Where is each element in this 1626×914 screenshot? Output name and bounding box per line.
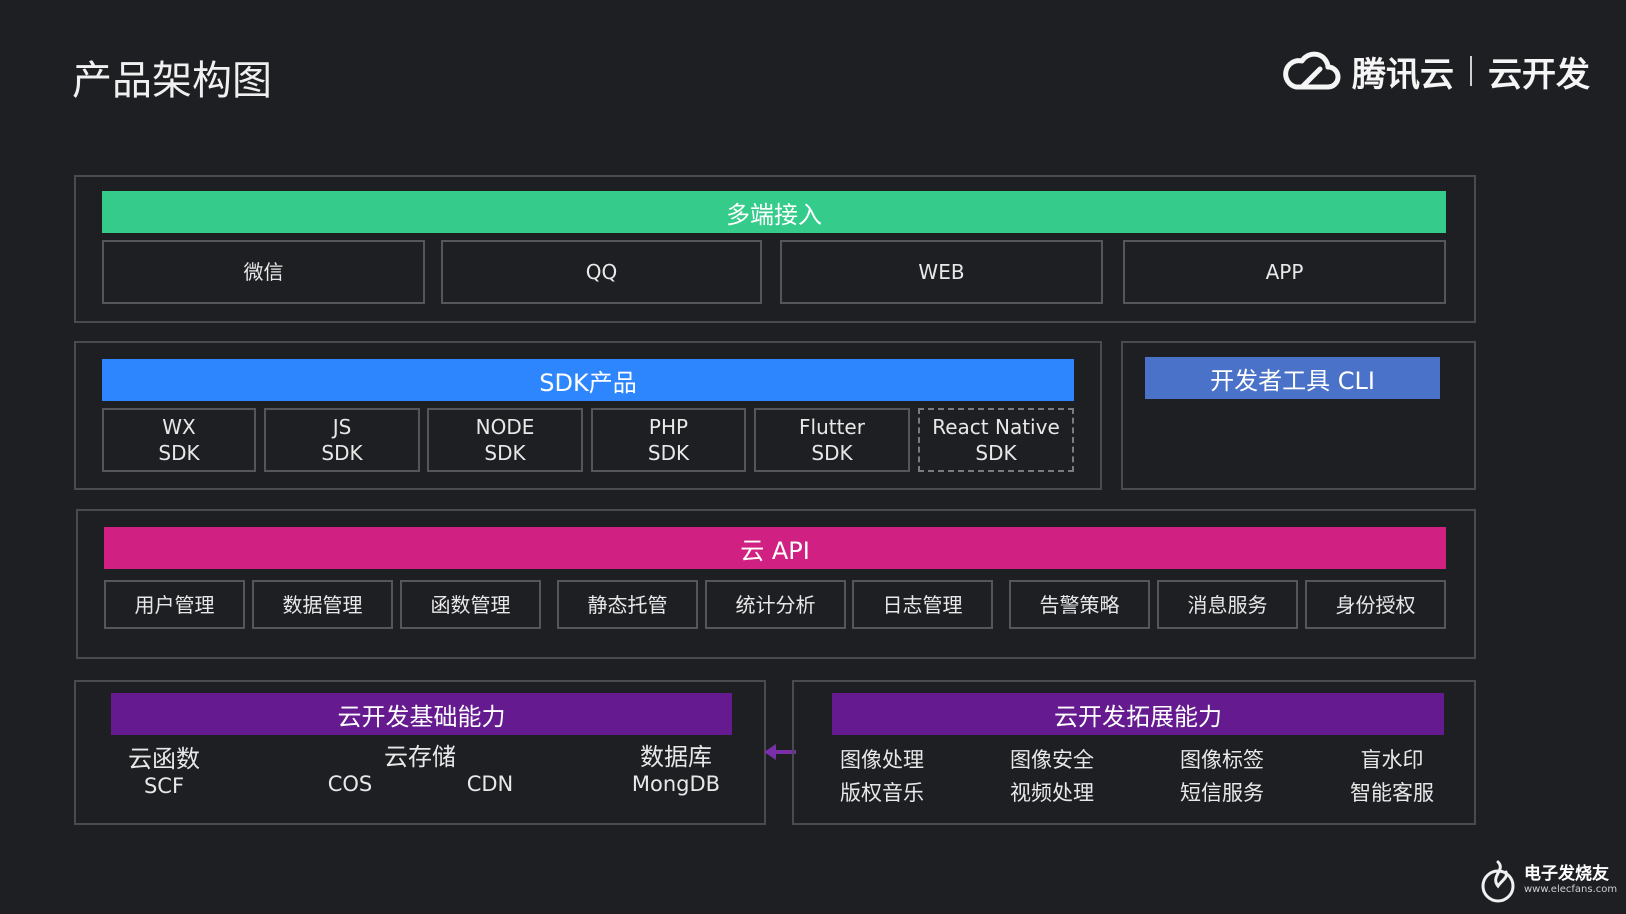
cloud-api-header: 云 API [104,527,1446,569]
cli-header: 开发者工具 CLI [1145,357,1440,399]
basic-database-title: 数据库 [640,743,712,771]
sdk-item-line2: SDK [484,441,526,465]
cloud-icon [1283,51,1341,90]
sdk-item-node: NODE SDK [427,408,583,472]
basic-storage-cos: COS [327,772,373,796]
page-title: 产品架构图 [72,58,272,104]
extended-item: 图像处理 [840,748,924,772]
multi-end-item-app: APP [1123,240,1446,304]
extended-section [792,680,1476,825]
footer-url: www.elecfans.com [1524,884,1618,895]
sdk-section [74,341,1102,490]
brand-logo: 腾讯云 云开发 [1282,46,1590,96]
multi-end-header: 多端接入 [102,191,1446,233]
brand-name: 腾讯云 [1352,54,1454,95]
sdk-item-php: PHP SDK [591,408,746,472]
footer-name: 电子发烧友 [1524,864,1609,884]
cloud-api-section [76,509,1476,659]
sdk-item-flutter: Flutter SDK [754,408,910,472]
basic-storage-title: 云存储 [384,743,456,771]
basic-storage-cdn: CDN [466,772,514,796]
extended-item: 版权音乐 [840,781,924,805]
footer-watermark: 电子发烧友 www.elecfans.com [1478,860,1618,904]
cloud-api-item-stats: 统计分析 [705,580,846,629]
cloud-api-item-messages: 消息服务 [1157,580,1298,629]
basic-database-sub: MongDB [631,772,721,796]
sdk-item-line1: NODE [475,415,535,439]
multi-end-item-web: WEB [780,240,1103,304]
multi-end-section [74,175,1476,323]
sdk-item-line1: React Native [932,415,1060,439]
extended-item: 视频处理 [1010,781,1094,805]
sdk-item-js: JS SDK [264,408,420,472]
sdk-item-react-native: React Native SDK [918,408,1074,472]
sdk-item-line2: SDK [811,441,853,465]
sdk-item-line2: SDK [647,441,690,465]
multi-end-item-wechat: 微信 [102,240,425,304]
brand-product: 云开发 [1488,54,1590,95]
extended-item: 盲水印 [1360,748,1424,772]
extended-item: 图像标签 [1180,748,1264,772]
sdk-item-line1: Flutter [799,415,865,439]
extended-item: 短信服务 [1180,781,1264,805]
sdk-item-wx: WX SDK [102,408,256,472]
cloud-api-item-function: 函数管理 [400,580,541,629]
basic-header: 云开发基础能力 [111,693,732,735]
sdk-item-line2: SDK [158,441,200,465]
extended-item: 图像安全 [1010,748,1094,772]
multi-end-item-qq: QQ [441,240,762,304]
cloud-api-item-data: 数据管理 [252,580,393,629]
basic-functions-title: 云函数 [128,745,200,773]
cloud-api-item-logs: 日志管理 [852,580,993,629]
cloud-api-item-user: 用户管理 [104,580,245,629]
brand-separator [1470,56,1472,86]
cloud-api-item-hosting: 静态托管 [557,580,698,629]
sdk-item-line1: PHP [648,415,689,439]
sdk-item-line1: WX [162,415,196,439]
basic-functions-sub: SCF [143,774,185,798]
sdk-header: SDK产品 [102,359,1074,401]
sdk-item-line2: SDK [975,441,1017,465]
cli-section [1121,341,1476,490]
sdk-item-line2: SDK [321,441,363,465]
cloud-api-item-auth: 身份授权 [1305,580,1446,629]
cloud-api-item-alerts: 告警策略 [1009,580,1150,629]
extended-header: 云开发拓展能力 [832,693,1444,735]
flame-logo-icon [1481,860,1515,903]
sdk-item-line1: JS [332,415,352,439]
extended-item: 智能客服 [1350,781,1434,805]
